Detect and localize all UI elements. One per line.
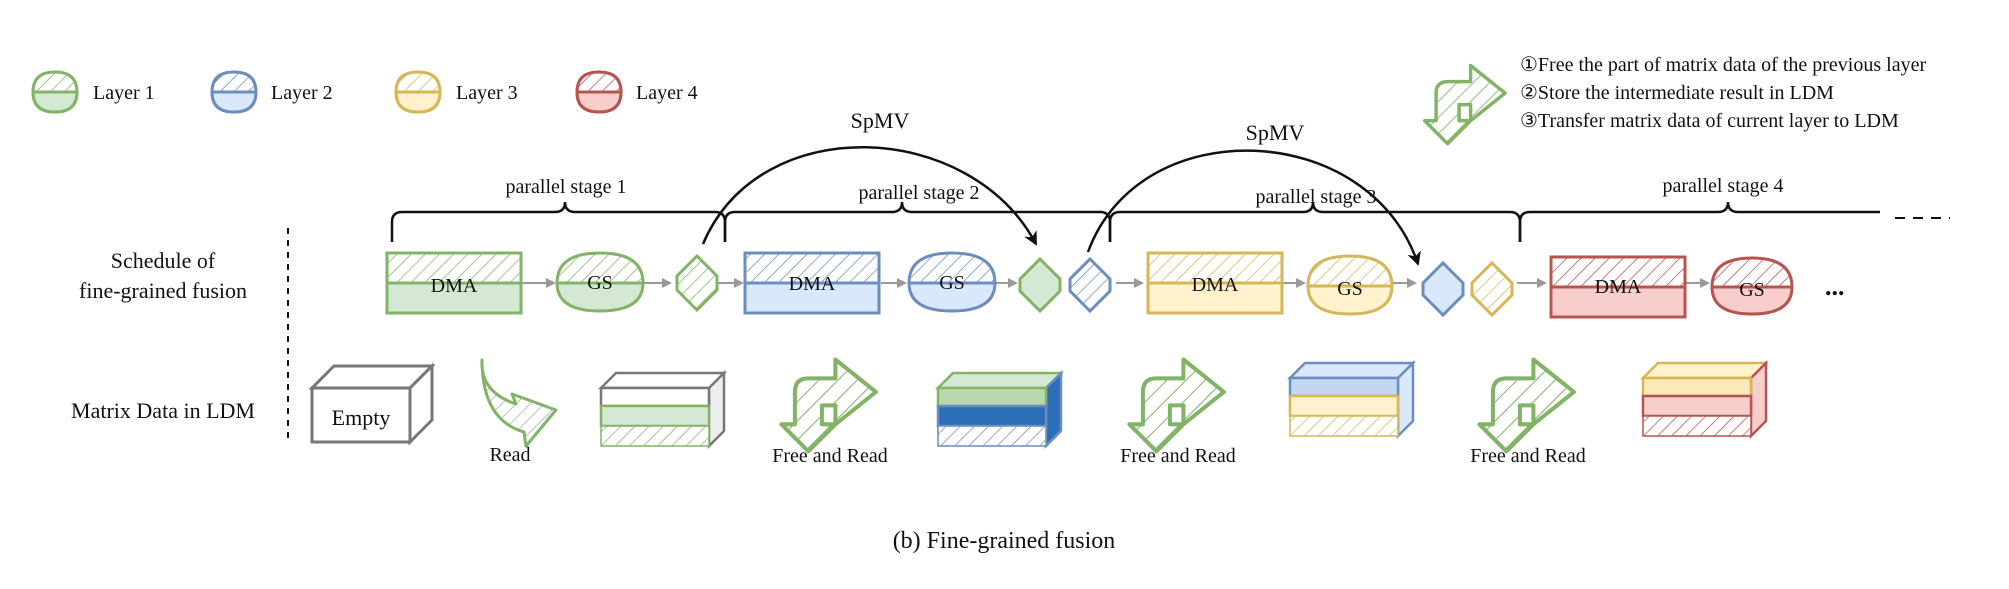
read-arrow-icon: [480, 358, 558, 448]
free-and-read-arrow-icon-1: [781, 360, 876, 452]
spmv-arc-2: [1086, 149, 1421, 266]
store-node-layer-3: [1470, 260, 1514, 318]
stage-3-label: parallel stage 3: [1255, 186, 1376, 208]
dma-label-2: DMA: [789, 273, 836, 295]
free-and-read-arrow-icon-3: [1479, 360, 1574, 452]
stage-1-brace: [390, 201, 727, 242]
free-store-transfer-arrow-icon: [1422, 63, 1507, 146]
dma-label-3: DMA: [1192, 274, 1239, 296]
ldm-free-read-label-2: Free and Read: [1120, 445, 1236, 467]
schedule-ellipsis: ...: [1825, 272, 1845, 301]
dma-label-1: DMA: [431, 275, 478, 297]
row-label-schedule-line2: fine-grained fusion: [79, 278, 247, 303]
gs-label-4: GS: [1739, 279, 1765, 301]
ldm-free-read-label-3: Free and Read: [1470, 445, 1586, 467]
row-label-matrix: Matrix Data in LDM: [71, 398, 255, 423]
stage-1-label: parallel stage 1: [505, 176, 626, 198]
ldm-stack-1: [597, 369, 728, 450]
stage-2-brace: [723, 201, 1112, 242]
ldm-stack-4: [1639, 359, 1770, 440]
gs-label-2: GS: [939, 272, 965, 294]
stage-2-label: parallel stage 2: [858, 182, 979, 204]
ldm-stack-2: [934, 369, 1065, 450]
legend-layer-3: Layer 3: [394, 70, 518, 114]
legend-step-2: ②Store the intermediate result in LDM: [1520, 82, 1834, 104]
gs-layer-4: GS: [1710, 256, 1794, 316]
figure-caption: (b) Fine-grained fusion: [893, 528, 1116, 554]
spmv-arc-1: [701, 146, 1038, 246]
gs-label-3: GS: [1337, 278, 1363, 300]
store-node-layer-1: [675, 253, 719, 313]
ldm-empty-box: Empty: [308, 362, 436, 446]
dma-layer-3: DMA: [1146, 251, 1284, 315]
store-node-layer-2: [1068, 256, 1112, 314]
free-and-read-arrow-icon-2: [1129, 360, 1224, 452]
legend-layer-4-label: Layer 4: [636, 82, 698, 104]
gs-layer-2: GS: [907, 251, 997, 313]
spmv-label-1: SpMV: [851, 108, 910, 133]
legend-step-3: ③Transfer matrix data of current layer t…: [1520, 110, 1899, 132]
gs-label-1: GS: [587, 272, 613, 294]
legend-layer-1-label: Layer 1: [93, 82, 155, 104]
result-node-layer-1: [1018, 256, 1062, 314]
gs-layer-3: GS: [1306, 254, 1394, 316]
legend-layer-3-label: Layer 3: [456, 82, 518, 104]
ldm-empty-label: Empty: [332, 405, 391, 430]
stage-4-brace: [1518, 201, 1880, 242]
row-label-schedule-line1: Schedule of: [111, 248, 216, 273]
legend-layer-4: Layer 4: [575, 70, 698, 114]
stage-3-brace: [1108, 201, 1522, 242]
dma-label-4: DMA: [1595, 276, 1642, 298]
ldm-stack-3: [1286, 359, 1417, 440]
gs-layer-1: GS: [555, 251, 645, 313]
spmv-label-2: SpMV: [1246, 120, 1305, 145]
dma-layer-4: DMA: [1549, 255, 1687, 319]
legend-layer-2-label: Layer 2: [271, 82, 333, 104]
legend-layer-1: Layer 1: [31, 70, 155, 114]
result-node-layer-2: [1421, 260, 1465, 318]
dma-layer-1: DMA: [385, 251, 523, 315]
ldm-free-read-label-1: Free and Read: [772, 445, 888, 467]
legend-layer-2: Layer 2: [210, 70, 333, 114]
dma-layer-2: DMA: [743, 251, 881, 315]
ldm-read-label: Read: [489, 444, 530, 466]
stage-4-label: parallel stage 4: [1662, 175, 1783, 197]
legend-step-1: ①Free the part of matrix data of the pre…: [1520, 54, 1926, 76]
